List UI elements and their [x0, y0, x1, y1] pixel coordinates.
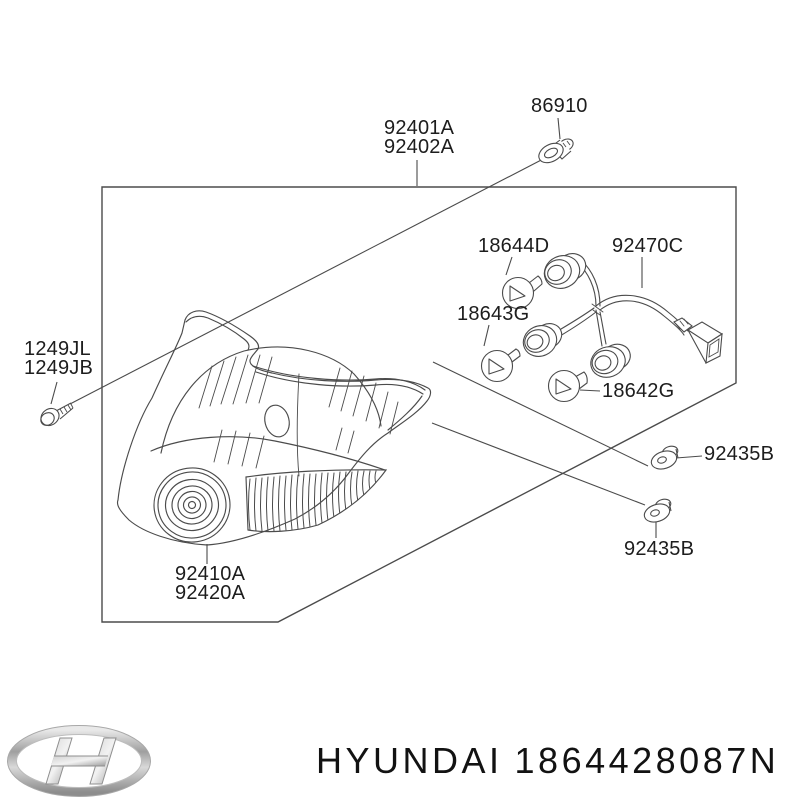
- round-reflector: [153, 467, 231, 543]
- label-bulb-bottom: 18642G: [602, 380, 675, 402]
- hyundai-logo: [7, 725, 151, 797]
- label-lamp-line2: 92420A: [175, 582, 246, 604]
- label-screw-top: 86910: [531, 95, 588, 117]
- bulb-socket-icon: [543, 253, 587, 289]
- footer-part-number: HYUNDAI 1864428087N: [316, 740, 779, 782]
- bulb-socket-icon: [590, 343, 631, 378]
- leader-lines: [50, 117, 703, 564]
- label-screw-left-line1: 1249JL: [24, 338, 91, 360]
- label-bulb-top: 18644D: [478, 235, 550, 257]
- connector-icon: [673, 317, 724, 364]
- harness-92470C-drawing: [480, 253, 724, 403]
- label-bulb-middle: 18643G: [457, 303, 530, 325]
- footer-brand: HYUNDAI: [316, 740, 503, 781]
- label-screw-left-line2: 1249JB: [24, 357, 94, 379]
- footer-number: 1864428087N: [514, 740, 780, 781]
- label-lamp-line1: 92410A: [175, 563, 246, 585]
- label-assembly: 92401A 92402A: [384, 117, 455, 158]
- label-harness: 92470C: [612, 235, 684, 257]
- label-assembly-line2: 92402A: [384, 136, 455, 158]
- bulb-18644D-icon: [501, 275, 543, 310]
- label-grommet-upper: 92435B: [704, 443, 775, 465]
- bulb-18642G-icon: [547, 369, 588, 403]
- grommet-icon: [650, 445, 679, 470]
- grommet-icon: [643, 498, 672, 523]
- screw-1249-icon: [40, 402, 74, 427]
- diagram-border: [101, 186, 737, 623]
- bulb-18643G-icon: [480, 348, 521, 383]
- bulb-socket-icon: [522, 323, 563, 357]
- screw-86910-icon: [538, 138, 574, 164]
- label-grommet-lower: 92435B: [624, 538, 695, 560]
- taillight-drawing: [116, 310, 432, 546]
- label-assembly-line1: 92401A: [384, 117, 455, 139]
- label-lamp: 92410A 92420A: [175, 563, 246, 604]
- label-screw-left: 1249JL 1249JB: [24, 338, 94, 379]
